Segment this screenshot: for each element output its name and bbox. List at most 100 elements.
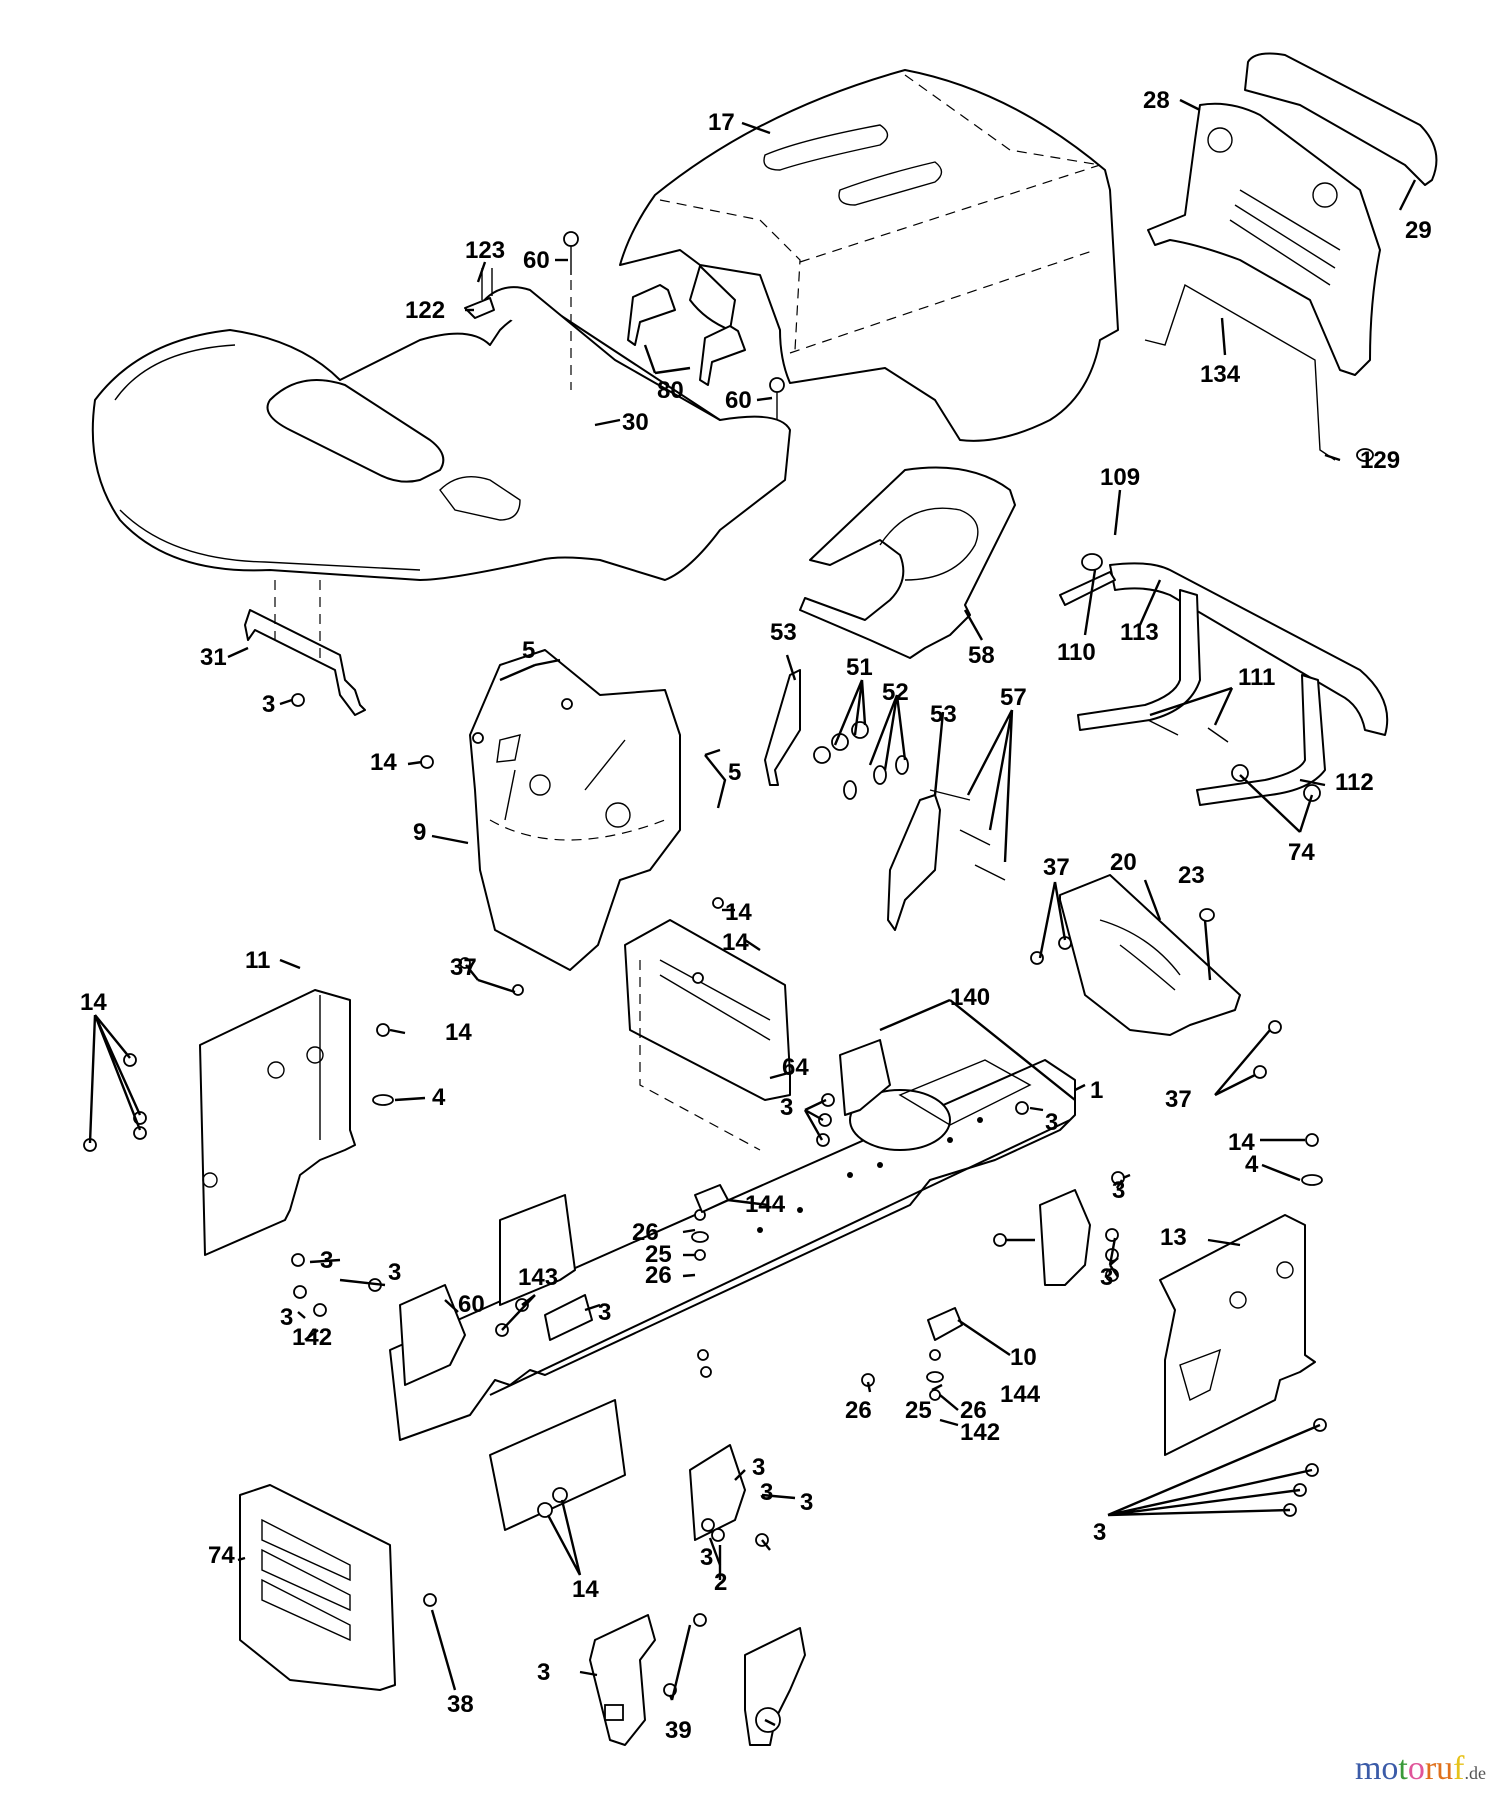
callout-31[interactable]: 31 [200, 644, 227, 671]
callout-60[interactable]: 60 [725, 387, 752, 414]
left-side-panel-part[interactable] [199, 989, 356, 1256]
callout-110[interactable]: 110 [1057, 639, 1096, 666]
callout-23[interactable]: 23 [1178, 862, 1205, 889]
callout-14[interactable]: 14 [722, 929, 749, 956]
callout-37[interactable]: 37 [1165, 1086, 1192, 1113]
callout-3[interactable]: 38 [447, 1691, 474, 1718]
callout-60[interactable]: 60 [523, 247, 550, 274]
callout-3[interactable]: 39 [665, 1717, 692, 1744]
mounting-plate-part[interactable] [469, 649, 681, 971]
callout-80[interactable]: 80 [657, 377, 684, 404]
fender-part[interactable] [91, 286, 791, 581]
callout-111[interactable]: 111 [1238, 664, 1275, 691]
callout-14[interactable]: 3 [1093, 1519, 1106, 1546]
callout-3[interactable]: 2 [714, 1569, 727, 1596]
callout-3[interactable]: 3 [800, 1489, 813, 1516]
callout-30[interactable]: 30 [622, 409, 649, 436]
callout-28[interactable]: 28 [1143, 87, 1170, 114]
callout-13[interactable]: 13 [1160, 1224, 1187, 1251]
right-side-panel-part[interactable] [1159, 1214, 1316, 1456]
seat-bracket-part[interactable] [464, 268, 495, 319]
callout-29[interactable]: 29 [1405, 217, 1432, 244]
callout-4[interactable]: 4 [432, 1084, 446, 1111]
grille-rod-part[interactable] [1144, 283, 1374, 462]
callout-3[interactable]: 3 [1100, 1264, 1113, 1291]
callout-20[interactable]: 20 [1110, 849, 1137, 876]
callout-26[interactable]: 142 [960, 1419, 1000, 1446]
carriage-bolt-part[interactable] [563, 231, 785, 420]
callout-74[interactable]: 74 [1288, 839, 1315, 866]
callout-144[interactable]: 144 [745, 1191, 786, 1218]
front-plate-part[interactable] [239, 1484, 396, 1691]
callout-14[interactable]: 14 [370, 749, 397, 776]
callout-26[interactable]: 26 [632, 1219, 659, 1246]
callout-134[interactable]: 134 [1200, 361, 1241, 388]
callout-26[interactable]: 25 [905, 1397, 932, 1424]
grille-part[interactable] [1147, 102, 1381, 376]
belt-guard-part[interactable] [799, 466, 1016, 659]
callout-17[interactable]: 17 [708, 109, 735, 136]
callout-5[interactable]: 5 [728, 759, 741, 786]
callout-3[interactable]: 3 [1112, 1177, 1125, 1204]
axle-bracket-part[interactable] [399, 1189, 1091, 1541]
callout-14[interactable]: 14 [445, 1019, 472, 1046]
hood-part[interactable] [619, 69, 1119, 442]
callout-9[interactable]: 9 [413, 819, 426, 846]
callout-14[interactable]: 14 [725, 899, 752, 926]
footrest-plate-part[interactable] [1059, 874, 1241, 1036]
callout-3[interactable]: 3 [700, 1544, 713, 1571]
seat-mount-bracket-part[interactable] [244, 580, 366, 716]
callout-25[interactable]: 25 [645, 1241, 672, 1268]
callout-3[interactable]: 3 [388, 1259, 401, 1286]
callout-129[interactable]: 129 [1360, 447, 1400, 474]
callout-37[interactable]: 37 [1043, 854, 1070, 881]
callout-1[interactable]: 1 [1090, 1077, 1103, 1104]
callout-51[interactable]: 51 [846, 654, 873, 681]
dash-bracket-part[interactable] [627, 284, 746, 386]
callout-60[interactable]: 143 [518, 1264, 558, 1291]
callout-143[interactable]: 3 [598, 1299, 611, 1326]
callout-57[interactable]: 57 [1000, 684, 1027, 711]
callout-142[interactable]: 60 [458, 1291, 485, 1318]
callout-14[interactable]: 14 [80, 989, 107, 1016]
bumper-hardware-part[interactable] [1147, 719, 1321, 802]
callout-64[interactable]: 64 [782, 1054, 809, 1081]
callout-142[interactable]: 3 [752, 1454, 765, 1481]
callout-3[interactable]: 3 [262, 691, 275, 718]
callout-10[interactable]: 26 [845, 1397, 872, 1424]
callout-14[interactable]: 14 [1228, 1129, 1255, 1156]
linkage-plate-part[interactable] [764, 669, 941, 931]
callout-3[interactable]: 3 [760, 1479, 773, 1506]
callout-58[interactable]: 58 [968, 642, 995, 669]
callout-3[interactable]: 144 [1000, 1381, 1041, 1408]
callout-3[interactable]: 3 [780, 1094, 793, 1121]
callout-122[interactable]: 122 [405, 297, 445, 324]
bumper-part[interactable] [1059, 553, 1389, 806]
callout-113[interactable]: 113 [1120, 619, 1159, 646]
callout-3[interactable]: 3 [280, 1304, 293, 1331]
callout-112[interactable]: 112 [1335, 769, 1374, 796]
callout-5[interactable]: 5 [522, 637, 535, 664]
callout-53[interactable]: 53 [770, 619, 797, 646]
callout-38[interactable]: 3 [537, 1659, 550, 1686]
callout-53[interactable]: 53 [930, 701, 957, 728]
callout-11[interactable]: 11 [245, 947, 270, 974]
callout-26[interactable]: 26 [645, 1262, 672, 1289]
callout-25[interactable]: 26 [960, 1397, 987, 1424]
pivot-bracket-part[interactable] [589, 1614, 806, 1746]
main-frame-part[interactable] [389, 1039, 1076, 1531]
callout-3[interactable]: 3 [1045, 1109, 1058, 1136]
callout-4[interactable]: 4 [1245, 1151, 1259, 1178]
callout-52[interactable]: 52 [882, 679, 909, 706]
callout-140[interactable]: 140 [950, 984, 990, 1011]
grille-top-part[interactable] [1244, 52, 1438, 186]
callout-2[interactable]: 74 [208, 1542, 235, 1569]
callout-144[interactable]: 10 [1010, 1344, 1037, 1371]
front-tray-part[interactable] [624, 919, 791, 1151]
callout-74[interactable]: 14 [572, 1576, 599, 1603]
callout-37[interactable]: 37 [450, 954, 477, 981]
callout-3[interactable]: 3 [320, 1247, 333, 1274]
callout-109[interactable]: 109 [1100, 464, 1140, 491]
callout-3[interactable]: 142 [292, 1324, 332, 1351]
callout-123[interactable]: 123 [465, 237, 505, 264]
